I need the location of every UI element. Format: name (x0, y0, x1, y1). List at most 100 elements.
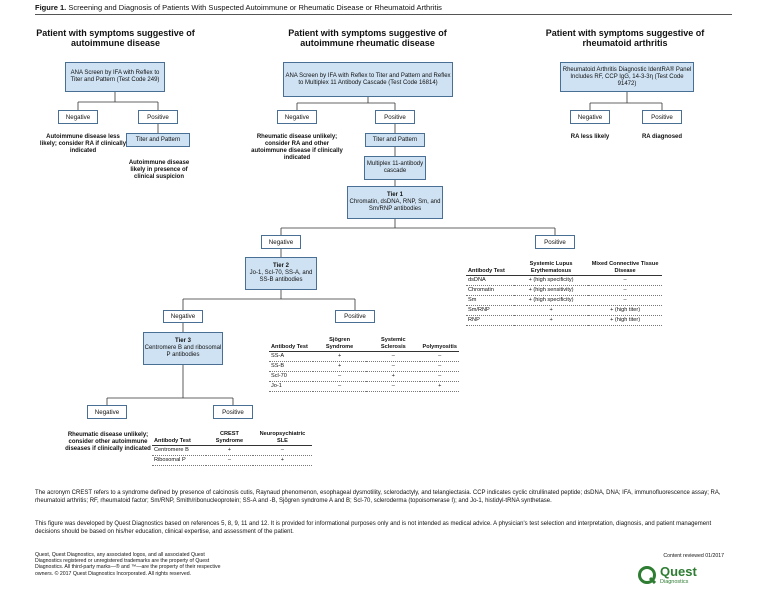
tier2-cell: + (420, 381, 459, 392)
col3-negative-box: Negative (570, 110, 610, 124)
quest-logo-name: Quest (660, 564, 697, 579)
col1-titer-box: Titer and Pattern (126, 133, 190, 147)
col1-ana-screen-box: ANA Screen by IFA with Reflex to Titer a… (65, 62, 165, 92)
tier1-cell: + (high titer) (588, 305, 662, 316)
tier1-header-sle: Systemic Lupus Erythematosus (514, 261, 589, 276)
tier3-cell: – (252, 445, 312, 456)
trademark-footnote: Quest, Quest Diagnostics, any associated… (35, 552, 221, 577)
title-divider (35, 14, 732, 15)
tier2-cell: SS-A (269, 351, 313, 362)
tier2-header-antibody: Antibody Test (269, 337, 313, 352)
tier3-body: Centromere B and ribosomal P antibodies (144, 345, 222, 358)
tier1-cell: – (588, 295, 662, 306)
col2-ana-screen-box: ANA Screen by IFA with Reflex to Titer a… (283, 62, 453, 97)
tier3-cell: Centromere B (152, 445, 206, 456)
table-row: dsDNA + (high specificity) – (466, 275, 662, 286)
tier1-title: Tier 1 (387, 192, 403, 198)
tier2-cell: – (366, 351, 421, 362)
table-row: SS-B + – – (269, 361, 459, 372)
col1-heading: Patient with symptoms suggestive of auto… (36, 28, 195, 48)
tier2-header-sclerosis: Systemic Sclerosis (366, 337, 421, 352)
tier2-cell: – (313, 381, 367, 392)
tier2-cell: – (420, 351, 459, 362)
tier1-cell: Chromatin (466, 285, 514, 296)
tier1-cell: Sm/RNP (466, 305, 514, 316)
developed-footnote: This figure was developed by Quest Diagn… (35, 521, 712, 535)
tier3-cell: + (252, 455, 312, 466)
col1-positive-box: Positive (138, 110, 178, 124)
tier3-box: Tier 3 Centromere B and ribosomal P anti… (143, 332, 223, 365)
tier1-header-mctd: Mixed Connective Tissue Disease (588, 261, 662, 276)
tier1-cell: Sm (466, 295, 514, 306)
col3-heading: Patient with symptoms suggestive of rheu… (545, 28, 705, 48)
tier1-negative-box: Negative (261, 235, 301, 249)
tier2-header-polymyositis: Polymyositis (420, 337, 459, 352)
col3-negative-note: RA less likely (570, 134, 610, 140)
tier1-cell: + (high titer) (588, 315, 662, 326)
tier2-positive-box: Positive (335, 310, 375, 323)
tier3-header-antibody: Antibody Test (152, 431, 206, 446)
table-row: Scl-70 – + – (269, 371, 459, 382)
tier2-cell: – (420, 361, 459, 372)
tier2-cell: – (420, 371, 459, 382)
col2-titer-box: Titer and Pattern (365, 133, 425, 147)
tier3-cell: + (206, 445, 253, 456)
figure-label: Figure 1. (35, 3, 67, 12)
tier2-negative-box: Negative (163, 310, 203, 323)
col1-positive-note: Autoimmune disease likely in presence of… (128, 160, 190, 180)
table-row: Jo-1 – – + (269, 381, 459, 392)
tier2-cell: – (313, 371, 367, 382)
tier2-title: Tier 2 (273, 263, 289, 269)
table-row: Centromere B + – (152, 445, 312, 456)
tier2-cell: + (366, 371, 421, 382)
col3-positive-box: Positive (642, 110, 682, 124)
table-row: RNP + + (high titer) (466, 315, 662, 326)
tier2-cell: SS-B (269, 361, 313, 372)
tier3-cell: Ribosomal P (152, 455, 206, 466)
acronyms-footnote: The acronym CREST refers to a syndrome d… (35, 490, 721, 504)
content-reviewed: Content reviewed 01/2017 (663, 553, 724, 559)
col2-negative-box: Negative (277, 110, 317, 124)
tier1-positive-box: Positive (535, 235, 575, 249)
tier2-table: Antibody Test Sjögren Syndrome Systemic … (269, 337, 459, 392)
tier1-cell: – (588, 275, 662, 286)
quest-logo-sub: Diagnostics (660, 579, 689, 585)
col2-positive-box: Positive (375, 110, 415, 124)
tier1-cell: RNP (466, 315, 514, 326)
col1-negative-note: Autoimmune disease less likely; consider… (39, 134, 127, 154)
tier2-cell: + (313, 351, 367, 362)
table-row: Sm/RNP + + (high titer) (466, 305, 662, 316)
tier2-body: Jo-1, Scl-70, SS-A, and SS-B antibodies (249, 270, 313, 283)
tier1-box: Tier 1 Chromatin, dsDNA, RNP, Sm, and Sm… (347, 186, 443, 219)
tier3-positive-box: Positive (213, 405, 253, 419)
tier3-negative-note: Rheumatic disease unlikely; consider oth… (65, 432, 151, 452)
tier2-box: Tier 2 Jo-1, Scl-70, SS-A, and SS-B anti… (245, 257, 317, 290)
col1-negative-box: Negative (58, 110, 98, 124)
tier1-cell: + (514, 315, 589, 326)
tier1-cell: dsDNA (466, 275, 514, 286)
tier1-header-antibody: Antibody Test (466, 261, 514, 276)
tier2-header-sjogren: Sjögren Syndrome (313, 337, 367, 352)
tier2-cell: Scl-70 (269, 371, 313, 382)
tier3-table: Antibody Test CREST Syndrome Neuropsychi… (152, 431, 312, 466)
tier2-cell: – (366, 361, 421, 372)
figure-title-text: Screening and Diagnosis of Patients With… (68, 3, 442, 12)
tier2-cell: + (313, 361, 367, 372)
col3-positive-note: RA diagnosed (641, 134, 683, 140)
quest-logo-icon (638, 566, 656, 584)
table-row: Sm + (high specificity) – (466, 295, 662, 306)
table-row: Chromatin + (high sensitivity) – (466, 285, 662, 296)
quest-logo: Quest Diagnostics (638, 563, 728, 589)
tier3-cell: – (206, 455, 253, 466)
tier1-cell: + (514, 305, 589, 316)
tier1-cell: – (588, 285, 662, 296)
col3-ra-panel-box: Rheumatoid Arthritis Diagnostic IdentRA®… (560, 62, 694, 92)
table-row: SS-A + – – (269, 351, 459, 362)
table-row: Ribosomal P – + (152, 455, 312, 466)
tier1-table: Antibody Test Systemic Lupus Erythematos… (466, 261, 662, 326)
tier1-cell: + (high sensitivity) (514, 285, 589, 296)
tier1-body: Chromatin, dsDNA, RNP, Sm, and Sm/RNP an… (349, 199, 441, 212)
tier2-cell: Jo-1 (269, 381, 313, 392)
col2-negative-note: Rheumatic disease unlikely; consider RA … (251, 134, 343, 161)
